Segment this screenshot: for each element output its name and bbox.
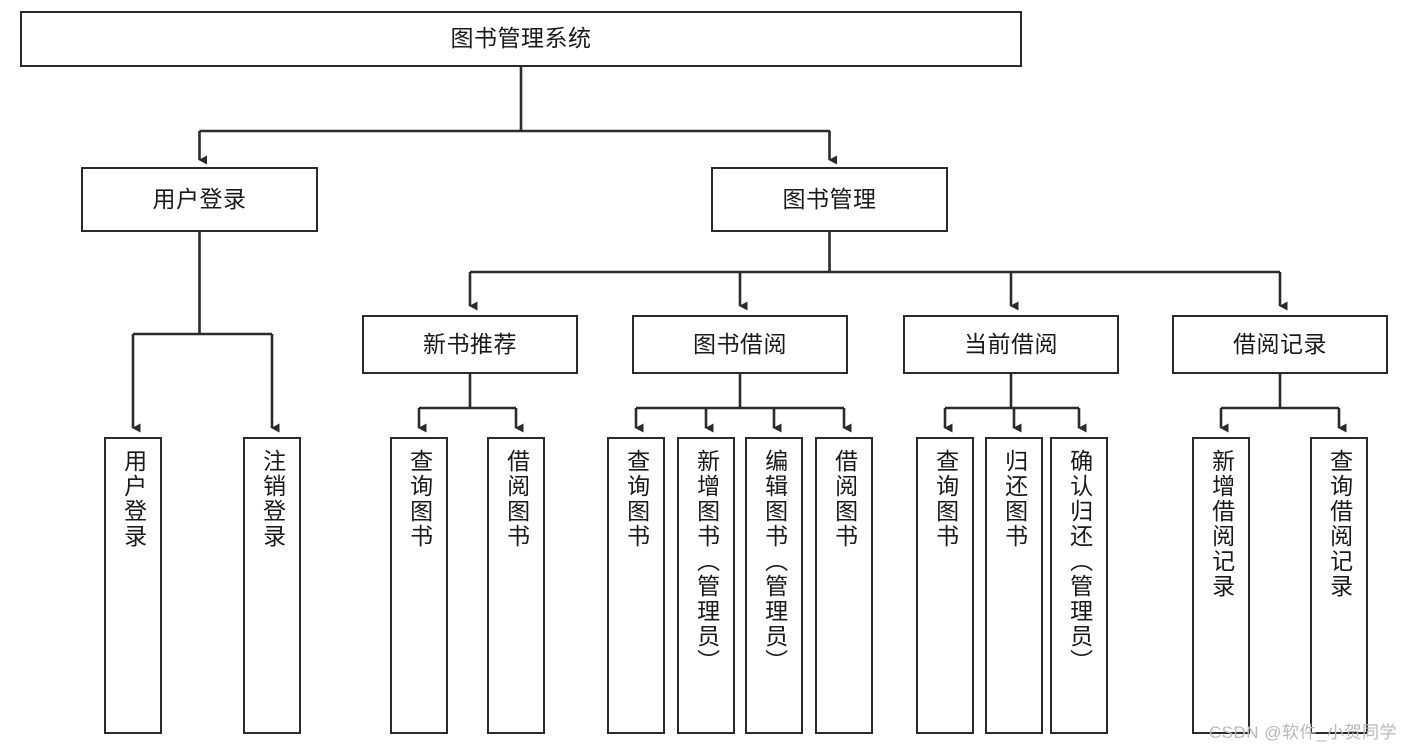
node-leaf-logout-label: 注销登录 — [259, 449, 286, 549]
node-leaf-confirm-return[interactable]: 确认归还（管理员） — [1050, 437, 1108, 734]
watermark-text: CSDN @软件_小贺同学 — [1208, 723, 1397, 742]
node-book-borrow[interactable]: 图书借阅 — [632, 315, 848, 374]
node-book-manage-label: 图书管理 — [782, 185, 877, 212]
node-leaf-query-record-label: 查询借阅记录 — [1326, 449, 1353, 599]
node-leaf-borrow-book-1-label: 借阅图书 — [503, 449, 530, 549]
node-leaf-edit-book-label: 编辑图书（管理员） — [761, 449, 788, 674]
node-leaf-user-login-label: 用户登录 — [120, 449, 147, 549]
node-leaf-query-record[interactable]: 查询借阅记录 — [1310, 437, 1368, 734]
node-user-login-label: 用户登录 — [152, 185, 247, 212]
node-leaf-query-book-3[interactable]: 查询图书 — [916, 437, 974, 734]
node-leaf-add-record-label: 新增借阅记录 — [1208, 449, 1235, 599]
node-root[interactable]: 图书管理系统 — [20, 11, 1022, 67]
node-leaf-add-book-label: 新增图书（管理员） — [693, 449, 720, 674]
node-leaf-user-login[interactable]: 用户登录 — [104, 437, 162, 734]
node-new-book-recommend-label: 新书推荐 — [423, 330, 517, 357]
node-borrow-record[interactable]: 借阅记录 — [1172, 315, 1388, 374]
node-leaf-add-record[interactable]: 新增借阅记录 — [1192, 437, 1250, 734]
node-leaf-query-book-1[interactable]: 查询图书 — [390, 437, 448, 734]
node-leaf-confirm-return-label: 确认归还（管理员） — [1066, 449, 1093, 674]
node-leaf-return-book-label: 归还图书 — [1001, 449, 1028, 549]
node-current-borrow[interactable]: 当前借阅 — [903, 315, 1119, 374]
node-new-book-recommend[interactable]: 新书推荐 — [362, 315, 578, 374]
node-root-label: 图书管理系统 — [450, 25, 592, 52]
node-leaf-add-book[interactable]: 新增图书（管理员） — [677, 437, 735, 734]
node-book-manage[interactable]: 图书管理 — [711, 167, 948, 232]
node-book-borrow-label: 图书借阅 — [693, 330, 787, 357]
node-leaf-borrow-book-1[interactable]: 借阅图书 — [487, 437, 545, 734]
node-leaf-query-book-2[interactable]: 查询图书 — [607, 437, 665, 734]
node-borrow-record-label: 借阅记录 — [1233, 330, 1327, 357]
node-current-borrow-label: 当前借阅 — [964, 330, 1058, 357]
node-leaf-return-book[interactable]: 归还图书 — [985, 437, 1043, 734]
node-leaf-borrow-book-2[interactable]: 借阅图书 — [815, 437, 873, 734]
node-leaf-query-book-1-label: 查询图书 — [406, 449, 433, 549]
node-leaf-edit-book[interactable]: 编辑图书（管理员） — [745, 437, 803, 734]
node-leaf-logout[interactable]: 注销登录 — [243, 437, 301, 734]
node-leaf-query-book-3-label: 查询图书 — [932, 449, 959, 549]
node-leaf-query-book-2-label: 查询图书 — [623, 449, 650, 549]
node-leaf-borrow-book-2-label: 借阅图书 — [831, 449, 858, 549]
node-user-login[interactable]: 用户登录 — [81, 167, 318, 232]
